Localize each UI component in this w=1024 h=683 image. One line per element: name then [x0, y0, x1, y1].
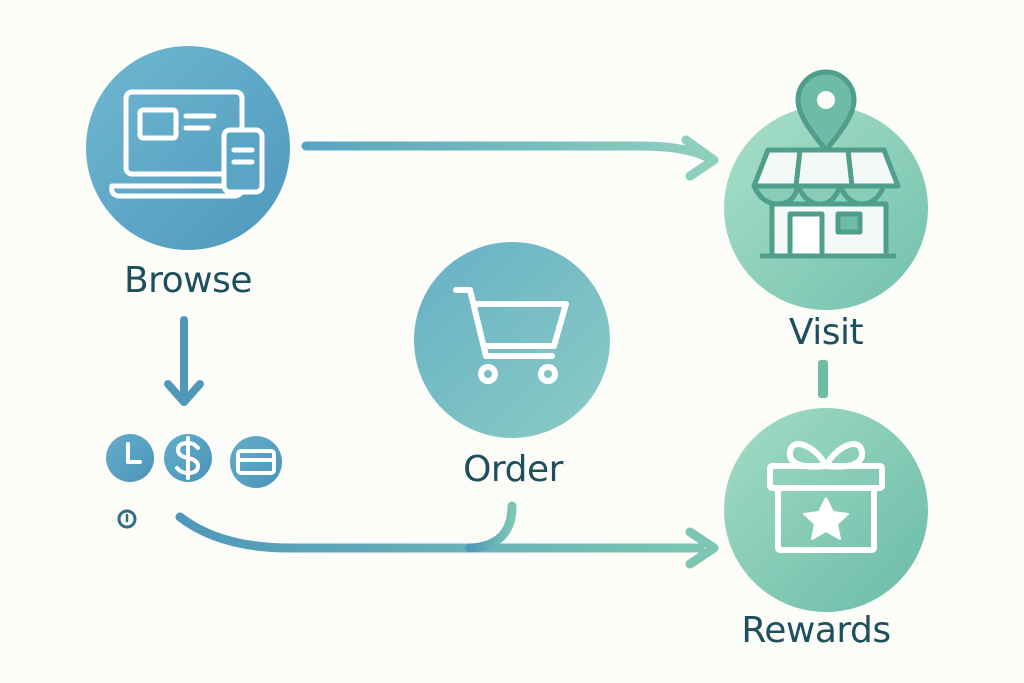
visit-node[interactable] [724, 69, 928, 310]
shopping-cart-icon [453, 287, 569, 384]
edge-browse-to-payment [164, 316, 204, 406]
gift-star-icon [767, 441, 885, 553]
devices-icon [109, 89, 265, 199]
order-label: Order [463, 449, 563, 490]
browse-node[interactable] [86, 46, 290, 250]
edge-visit-to-rewards [818, 360, 828, 398]
storefront-icon [751, 147, 901, 259]
dollar-icon[interactable] [164, 434, 212, 482]
edge-browse-to-visit [301, 135, 719, 181]
card-icon[interactable] [230, 436, 282, 488]
browse-circle [86, 46, 290, 250]
browse-label: Browse [123, 260, 253, 301]
location-pin-icon [795, 69, 857, 153]
rewards-node[interactable] [724, 408, 928, 612]
order-node[interactable] [414, 242, 610, 438]
timer-icon [117, 509, 137, 529]
rewards-label: Rewards [741, 610, 891, 651]
order-circle [414, 242, 610, 438]
edge-order-to-rewards [175, 501, 719, 569]
clock-icon[interactable] [106, 434, 154, 482]
visit-label: Visit [788, 312, 864, 353]
payment-options [106, 434, 282, 529]
